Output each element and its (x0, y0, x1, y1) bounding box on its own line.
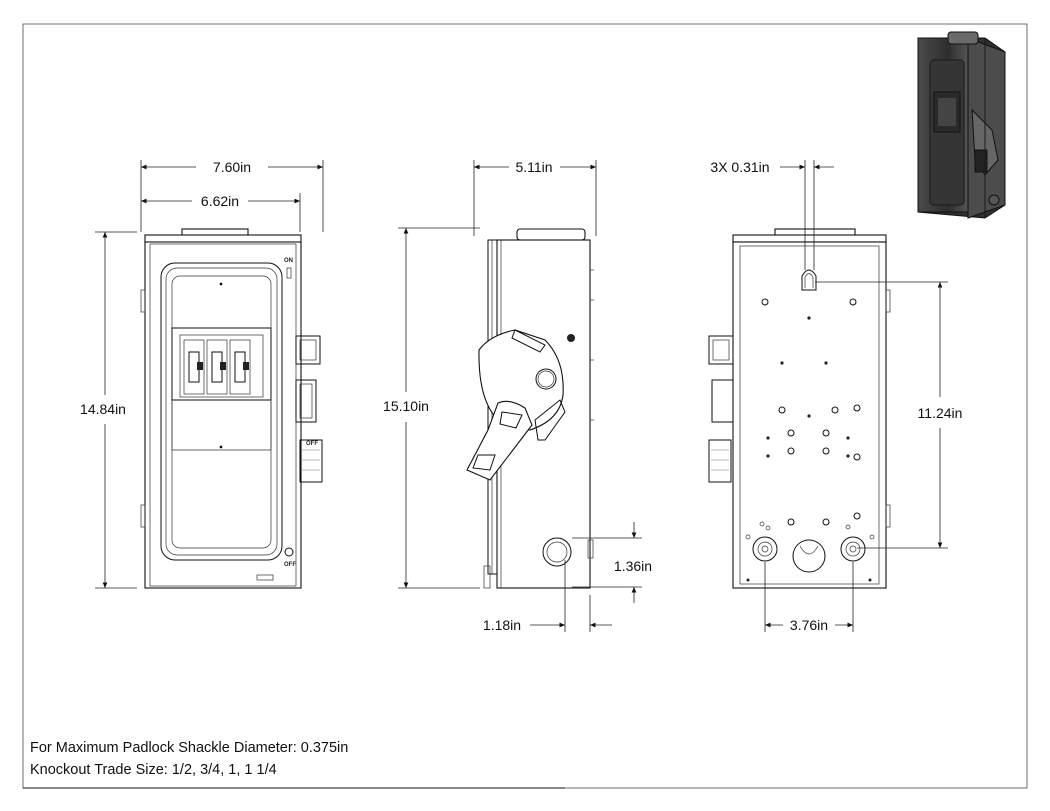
dim-label-1-36: 1.36in (614, 558, 652, 574)
dim-label-14-84: 14.84in (80, 401, 126, 417)
off-label-bottom: OFF (284, 562, 296, 568)
dim-label-11-24: 11.24in (918, 405, 963, 421)
side-view (466, 228, 594, 589)
isometric-render (917, 31, 1006, 219)
off-label-handle: OFF (306, 441, 318, 447)
dim-mount-slot (780, 160, 834, 270)
dim-label-1-18: 1.18in (483, 617, 521, 633)
knockout-note: Knockout Trade Size: 1/2, 3/4, 1, 1 1/4 (30, 762, 277, 778)
on-label-top: ON (284, 258, 293, 264)
dim-knockout-height (572, 522, 642, 603)
dim-mount-vertical (815, 281, 948, 549)
dim-label-3-76: 3.76in (790, 617, 828, 633)
dim-label-15-10: 15.10in (383, 398, 429, 414)
dim-side-depth (473, 160, 597, 236)
dim-label-7-60: 7.60in (213, 159, 251, 175)
dim-label-5-11: 5.11in (515, 159, 552, 175)
dim-label-3x-0-31: 3X 0.31in (710, 159, 769, 175)
dim-side-height (398, 227, 480, 589)
padlock-note: For Maximum Padlock Shackle Diameter: 0.… (30, 740, 349, 756)
dim-front-width-outer (140, 160, 324, 232)
dim-label-6-62: 6.62in (201, 193, 239, 209)
back-view (708, 228, 891, 589)
dim-front-width-inner (141, 193, 301, 232)
front-view (140, 228, 323, 589)
dim-knockout-spacing (764, 562, 854, 632)
dim-front-height (95, 231, 137, 589)
dim-knockout-offset (530, 560, 612, 632)
